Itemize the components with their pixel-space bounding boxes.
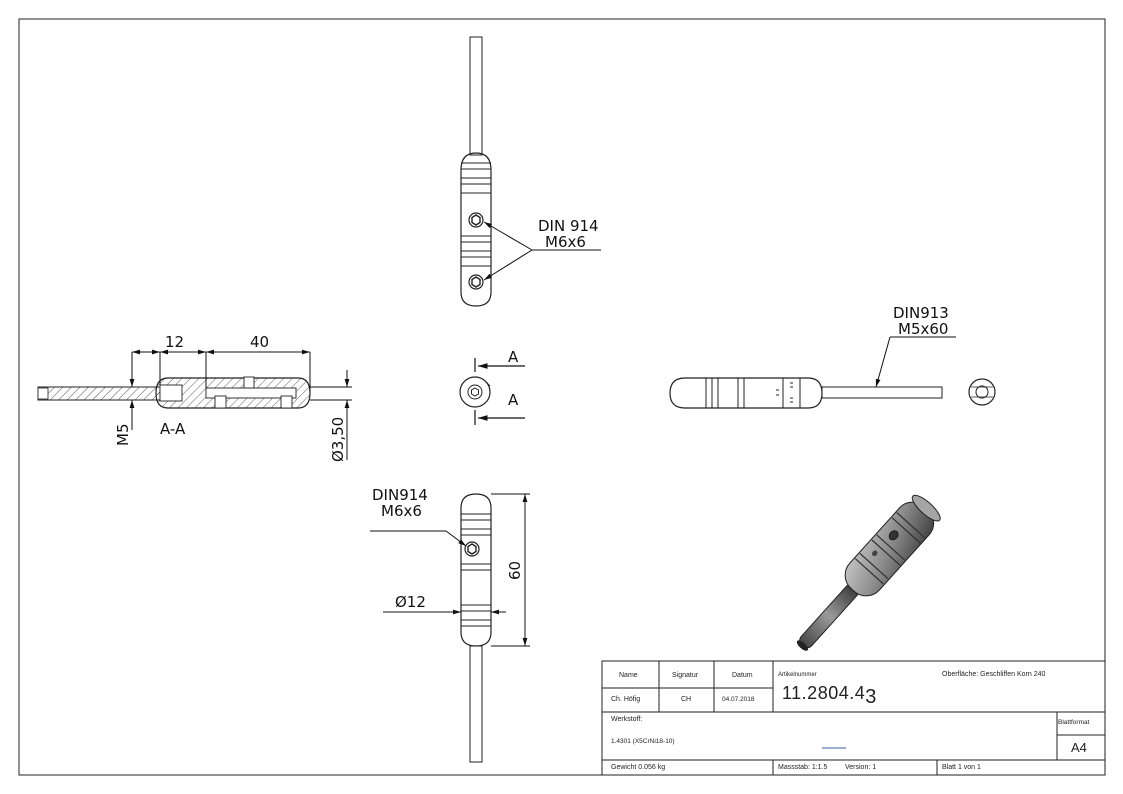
bottom-view: DIN914 M6x6 60 Ø12 (370, 486, 530, 763)
section-dim-40: 40 (250, 333, 269, 351)
bottom-view-rod (469, 645, 483, 763)
isometric-view (796, 494, 941, 651)
top-view-leader (483, 221, 601, 281)
side-view-callout-line2: M5x60 (898, 320, 948, 338)
end-view: A A (459, 348, 525, 425)
top-view-callout-line1: DIN 914 (538, 217, 599, 235)
bottom-view-callout-line1: DIN914 (372, 486, 428, 504)
section-label: A-A (160, 420, 186, 438)
bottom-view-diameter-label: Ø12 (395, 593, 426, 611)
bottom-view-callout-line2: M6x6 (381, 502, 422, 520)
top-view: DIN 914 M6x6 (460, 36, 601, 307)
bottom-view-body (460, 493, 492, 647)
iso-screw (888, 530, 899, 541)
sheet-border (18, 18, 1106, 776)
section-diameter-label: Ø3,50 (329, 417, 347, 462)
side-view-callout-line1: DIN913 (893, 304, 949, 322)
section-dim-12: 12 (165, 333, 184, 351)
section-rod (37, 386, 161, 401)
title-block-grid (601, 660, 1106, 776)
end-view-arrow-bottom-label: A (508, 391, 519, 409)
iso-rod (799, 583, 860, 649)
section-thread-label: M5 (114, 424, 132, 447)
bottom-view-length-label: 60 (506, 561, 524, 580)
top-view-body (460, 152, 492, 307)
top-view-screw-2 (468, 274, 484, 290)
side-view-body (669, 377, 823, 409)
side-view-rod (821, 386, 943, 399)
top-view-rod (469, 36, 483, 156)
bottom-view-screw (464, 541, 480, 557)
end-view-arrow-top-label: A (508, 348, 519, 366)
side-view: DIN913 M5x60 (669, 304, 996, 409)
section-view: 12 40 M5 A-A Ø3,50 (37, 333, 352, 462)
end-view-outer (459, 376, 491, 408)
top-view-callout-line2: M6x6 (545, 233, 586, 251)
top-view-screw-1 (468, 212, 484, 228)
side-view-end (968, 378, 996, 406)
